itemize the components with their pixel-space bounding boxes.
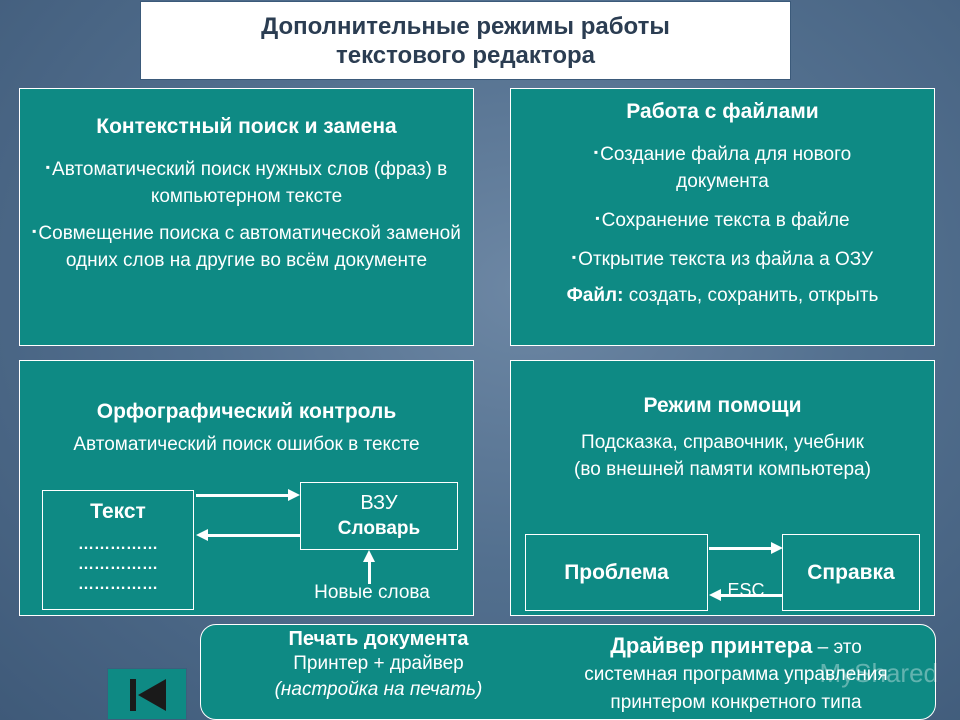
dots-line-2: …………… bbox=[78, 556, 158, 573]
context-search-box: Контекстный поиск и замена Автоматически… bbox=[19, 88, 474, 346]
vzu-dictionary-box: ВЗУ Словарь bbox=[300, 482, 458, 550]
arrow-to-help bbox=[709, 547, 771, 550]
spell-heading: Орфографический контроль bbox=[96, 400, 397, 423]
spell-check-box: Орфографический контроль Автоматический … bbox=[19, 360, 474, 616]
arrowhead-esc bbox=[709, 589, 721, 601]
driver-heading: Драйвер принтера bbox=[610, 633, 813, 658]
problem-box: Проблема bbox=[525, 534, 708, 611]
text-box: Текст …………… …………… …………… bbox=[42, 490, 194, 610]
search-bullet-2: Совмещение поиска с автоматической замен… bbox=[30, 218, 463, 274]
spell-text: Автоматический поиск ошибок в тексте bbox=[73, 434, 420, 455]
vzu-label: ВЗУ bbox=[360, 492, 398, 514]
text-dots: …………… …………… …………… bbox=[43, 535, 193, 595]
driver-line-3: принтером конкретного типа bbox=[610, 692, 862, 713]
arrowhead-to-help bbox=[771, 542, 783, 554]
dots-line-1: …………… bbox=[78, 536, 158, 553]
files-heading: Работа с файлами bbox=[626, 100, 819, 123]
print-heading: Печать документа bbox=[288, 628, 469, 650]
driver-line-1: Драйвер принтера – это bbox=[541, 633, 931, 661]
files-bullet-2: Сохранение текста в файле bbox=[519, 205, 926, 234]
files-actions-line: Файл: создать, сохранить, открыть bbox=[519, 282, 926, 309]
dots-line-3: …………… bbox=[78, 576, 158, 593]
help-ref-box: Справка bbox=[782, 534, 920, 611]
help-heading: Режим помощи bbox=[643, 394, 802, 417]
files-box: Работа с файлами Создание файла для ново… bbox=[510, 88, 935, 346]
print-document-box: Печать документа Принтер + драйвер (наст… bbox=[200, 624, 936, 720]
help-line-1: Подсказка, справочник, учебник bbox=[581, 432, 864, 453]
text-box-label: Текст bbox=[90, 500, 146, 523]
first-slide-button[interactable] bbox=[107, 668, 187, 720]
arrow-esc bbox=[721, 594, 782, 597]
print-line-1: Принтер + драйвер bbox=[293, 653, 464, 674]
arrowhead-to-text bbox=[196, 529, 208, 541]
skip-to-start-icon bbox=[130, 679, 166, 711]
esc-label: ESC bbox=[727, 580, 765, 600]
search-bullet-1: Автоматический поиск нужных слов (фраз) … bbox=[30, 154, 463, 210]
dictionary-label: Словарь bbox=[337, 518, 421, 539]
new-words-label: Новые слова bbox=[314, 582, 430, 603]
help-ref-label: Справка bbox=[807, 561, 895, 584]
arrow-new-words bbox=[368, 562, 371, 584]
print-line-2: (настройка на печать) bbox=[274, 679, 483, 700]
files-bullet-3: Открытие текста из файла а ОЗУ bbox=[519, 244, 926, 273]
arrowhead-new-words bbox=[363, 550, 375, 562]
title-box: Дополнительные режимы работы текстового … bbox=[140, 1, 791, 80]
problem-label: Проблема bbox=[564, 561, 669, 584]
files-bullet-1: Создание файла для нового документа bbox=[519, 139, 926, 195]
help-line-2: (во внешней памяти компьютера) bbox=[574, 459, 871, 480]
search-heading: Контекстный поиск и замена bbox=[96, 115, 397, 138]
file-actions: создать, сохранить, открыть bbox=[623, 285, 879, 306]
help-mode-box: Режим помощи Подсказка, справочник, учеб… bbox=[510, 360, 935, 616]
title-line-1: Дополнительные режимы работы bbox=[261, 13, 670, 40]
arrowhead-to-dictionary bbox=[288, 489, 300, 501]
watermark: MyShared bbox=[819, 658, 939, 688]
arrow-to-dictionary bbox=[196, 494, 288, 497]
arrow-to-text bbox=[208, 534, 300, 537]
driver-line-2: системная программа управления bbox=[584, 664, 888, 685]
driver-tail: – это bbox=[812, 637, 862, 658]
file-label: Файл: bbox=[566, 285, 624, 306]
title-line-2: текстового редактора bbox=[335, 42, 596, 69]
